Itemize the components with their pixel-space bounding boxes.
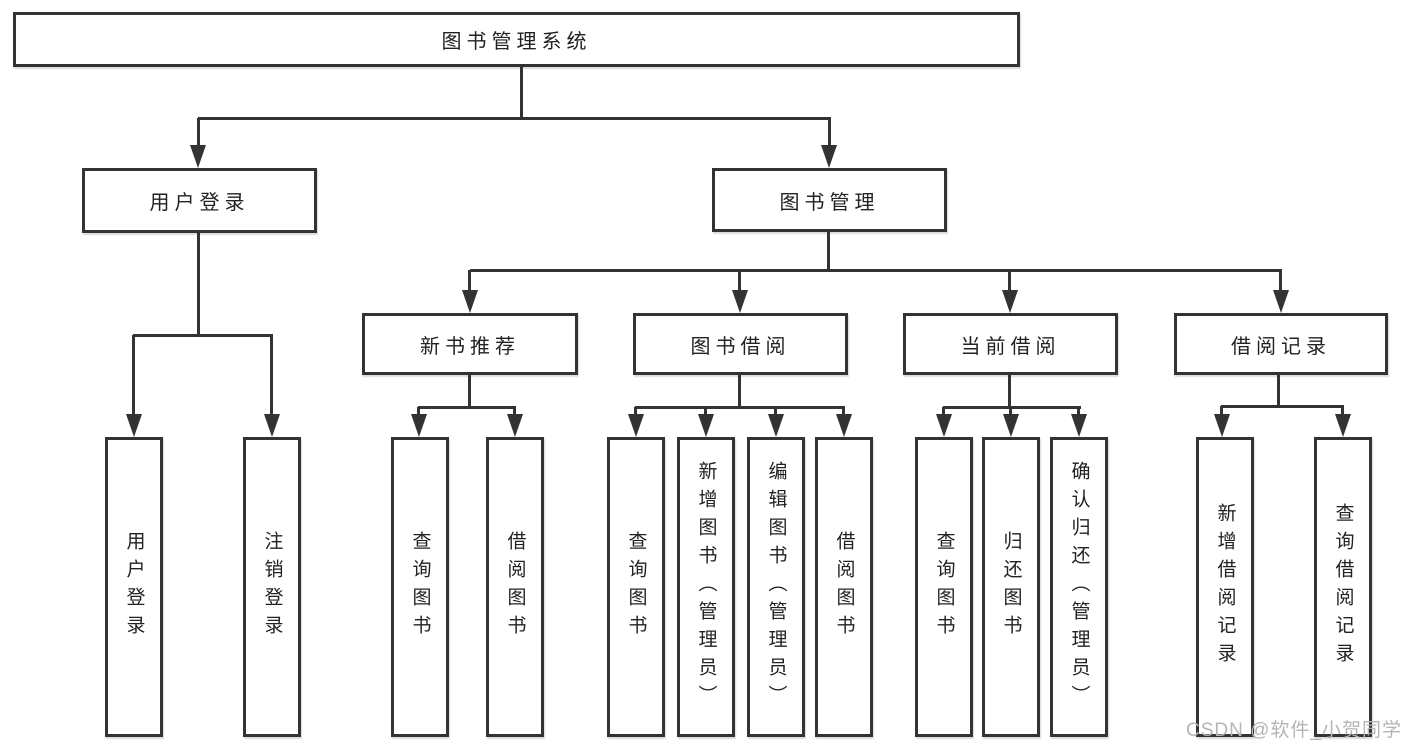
arrowhead-down-icon: [264, 414, 280, 437]
leaf-nb-borrow-books-label: 借阅图书: [504, 531, 526, 643]
node-user-login: 用户登录: [82, 168, 317, 233]
arrowhead-down-icon: [1273, 290, 1289, 313]
connector-vline: [197, 118, 200, 148]
connector-vline: [1077, 407, 1080, 416]
leaf-bb-edit-books-admin-label: 编辑图书（管理员）: [765, 461, 787, 713]
connector-vline: [634, 407, 637, 416]
leaf-br-add-record-label: 新增借阅记录: [1214, 503, 1236, 671]
connector-vline: [738, 270, 741, 292]
arrowhead-down-icon: [190, 145, 206, 168]
leaf-bb-add-books-admin-label: 新增图书（管理员）: [695, 461, 717, 713]
connector-vline: [520, 67, 523, 120]
arrowhead-down-icon: [936, 414, 952, 437]
leaf-br-query-record: 查询借阅记录: [1314, 437, 1372, 737]
node-current-borrowing: 当前借阅: [903, 313, 1118, 375]
leaf-bb-add-books-admin: 新增图书（管理员）: [677, 437, 735, 737]
arrowhead-down-icon: [698, 414, 714, 437]
connector-vline: [1277, 375, 1280, 408]
node-book-management-label: 图书管理: [779, 191, 880, 214]
leaf-logout-label: 注销登录: [261, 531, 283, 643]
connector-vline: [827, 232, 830, 272]
connector-vline: [513, 407, 516, 416]
node-borrowing-records: 借阅记录: [1174, 313, 1388, 375]
node-root: 图书管理系统: [13, 12, 1020, 67]
connector-hline: [133, 334, 273, 337]
node-root-label: 图书管理系统: [441, 31, 592, 53]
connector-hline: [470, 269, 1282, 272]
node-new-book-recommend-label: 新书推荐: [420, 335, 520, 358]
csdn-watermark: CSDN @软件_小贺同学: [1186, 720, 1402, 741]
arrowhead-down-icon: [411, 414, 427, 437]
arrowhead-down-icon: [821, 145, 837, 168]
connector-vline: [1009, 407, 1012, 416]
leaf-bb-edit-books-admin: 编辑图书（管理员）: [747, 437, 805, 737]
arrowhead-down-icon: [1003, 414, 1019, 437]
leaf-bb-borrow-books-label: 借阅图书: [833, 531, 855, 643]
leaf-bb-borrow-books: 借阅图书: [815, 437, 873, 737]
arrowhead-down-icon: [1214, 414, 1230, 437]
connector-vline: [270, 335, 273, 415]
leaf-nb-query-books: 查询图书: [391, 437, 449, 737]
leaf-bb-query-books-label: 查询图书: [625, 531, 647, 643]
connector-vline: [738, 375, 741, 409]
arrowhead-down-icon: [1002, 290, 1018, 313]
connector-vline: [1008, 375, 1011, 409]
connector-vline: [828, 118, 831, 148]
leaf-cb-confirm-return-admin: 确认归还（管理员）: [1050, 437, 1108, 737]
arrowhead-down-icon: [628, 414, 644, 437]
arrowhead-down-icon: [507, 414, 523, 437]
connector-hline: [1221, 405, 1344, 408]
leaf-cb-return-books-label: 归还图书: [1000, 531, 1022, 643]
connector-hline: [418, 406, 516, 409]
arrowhead-down-icon: [462, 290, 478, 313]
connector-vline: [774, 407, 777, 416]
arrowhead-down-icon: [1335, 414, 1351, 437]
node-new-book-recommend: 新书推荐: [362, 313, 578, 375]
leaf-cb-query-books: 查询图书: [915, 437, 973, 737]
node-book-borrowing: 图书借阅: [633, 313, 848, 375]
node-book-management: 图书管理: [712, 168, 947, 232]
leaf-br-query-record-label: 查询借阅记录: [1332, 503, 1354, 671]
leaf-user-login-label: 用户登录: [123, 531, 145, 643]
connector-vline: [1279, 270, 1282, 292]
connector-vline: [1341, 406, 1344, 415]
connector-vline: [1220, 406, 1223, 415]
leaf-bb-query-books: 查询图书: [607, 437, 665, 737]
leaf-br-add-record: 新增借阅记录: [1196, 437, 1254, 737]
connector-vline: [197, 233, 200, 336]
arrowhead-down-icon: [732, 290, 748, 313]
arrowhead-down-icon: [836, 414, 852, 437]
leaf-logout: 注销登录: [243, 437, 301, 737]
connector-hline: [198, 117, 831, 120]
connector-vline: [1008, 270, 1011, 292]
leaf-cb-confirm-return-admin-label: 确认归还（管理员）: [1068, 461, 1090, 713]
leaf-nb-query-books-label: 查询图书: [409, 531, 431, 643]
leaf-nb-borrow-books: 借阅图书: [486, 437, 544, 737]
connector-vline: [132, 335, 135, 415]
connector-vline: [942, 407, 945, 416]
leaf-cb-query-books-label: 查询图书: [933, 531, 955, 643]
node-borrowing-records-label: 借阅记录: [1231, 335, 1331, 358]
connector-vline: [468, 375, 471, 409]
arrowhead-down-icon: [768, 414, 784, 437]
connector-vline: [704, 407, 707, 416]
arrowhead-down-icon: [126, 414, 142, 437]
connector-hline: [943, 406, 1081, 409]
node-user-login-label: 用户登录: [149, 192, 250, 214]
connector-vline: [468, 270, 471, 292]
node-book-borrowing-label: 图书借阅: [690, 335, 791, 358]
connector-hline: [635, 406, 845, 409]
connector-vline: [842, 407, 845, 416]
arrowhead-down-icon: [1071, 414, 1087, 437]
node-current-borrowing-label: 当前借阅: [960, 335, 1061, 358]
leaf-user-login: 用户登录: [105, 437, 163, 737]
connector-vline: [417, 407, 420, 416]
leaf-cb-return-books: 归还图书: [982, 437, 1040, 737]
